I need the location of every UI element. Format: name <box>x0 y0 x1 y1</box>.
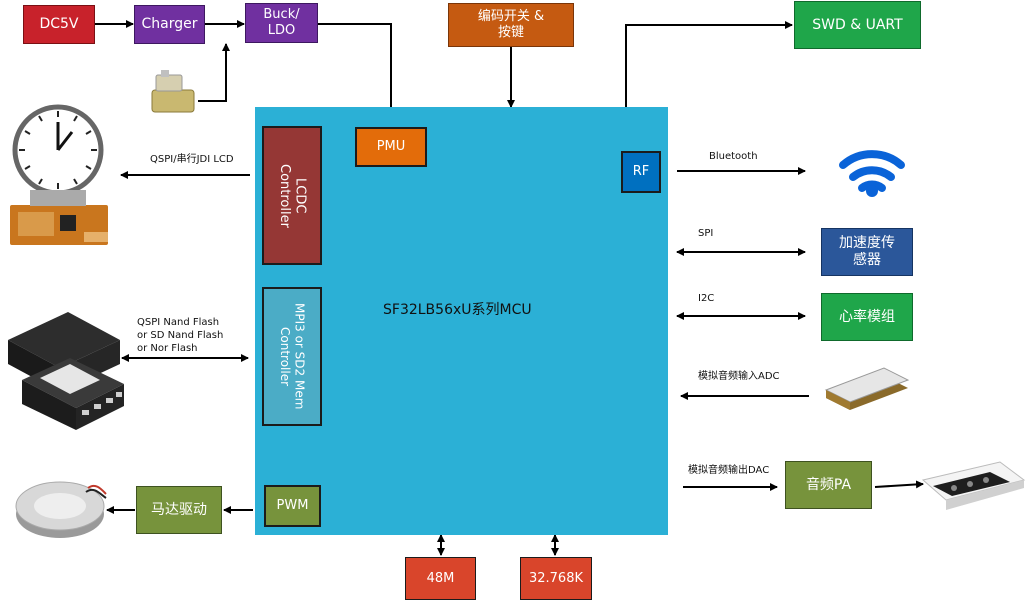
microphone-icon <box>824 367 910 410</box>
mcu-block <box>255 107 668 535</box>
mem-controller-box: MPI3 or SD2 Mem Controller <box>262 287 322 426</box>
mem-label: MPI3 or SD2 Mem <box>292 303 307 410</box>
swd-uart-label: SWD & UART <box>812 16 903 33</box>
audio-pa-box: 音频PA <box>785 461 872 509</box>
motor-driver-box: 马达驱动 <box>136 486 222 534</box>
lcdc-controller-box: LCDC Controller <box>262 126 322 265</box>
audio-pa-label: 音频PA <box>805 476 852 493</box>
battery-icon <box>151 70 195 113</box>
flash-label-line1: QSPI Nand Flash <box>137 317 220 328</box>
bluetooth-label: Bluetooth <box>709 151 758 162</box>
adc-label: 模拟音频输入ADC <box>698 371 780 382</box>
flash-chip-icon <box>8 312 124 430</box>
pmu-label: PMU <box>376 139 406 155</box>
clock-32k-label: 32.768K <box>528 570 583 586</box>
lcdc-controller-label: Controller <box>277 163 292 228</box>
encoder-box: 编码开关 & 按键 <box>448 3 574 47</box>
buck-to-pmu-arrow <box>318 23 395 126</box>
mcu-to-swd-arrow <box>625 21 793 107</box>
pmu-box: PMU <box>355 127 427 167</box>
mcu-title: SF32LB56xU系列MCU <box>383 302 532 318</box>
speaker-icon <box>921 461 1026 510</box>
flash-label-line3: or Nor Flash <box>137 343 198 354</box>
i2c-label: I2C <box>698 293 715 304</box>
lcdc-label: LCDC <box>292 177 308 214</box>
clock-32k-box: 32.768K <box>520 557 592 600</box>
wireless-signal-icon <box>839 150 905 192</box>
rf-box: RF <box>621 151 661 193</box>
heart-rate-label: 心率模组 <box>839 308 895 325</box>
mem-controller-label: Controller <box>278 326 292 387</box>
accel-line2: 感器 <box>853 252 881 268</box>
clock-48m-label: 48M <box>426 570 455 586</box>
heart-rate-box: 心率模组 <box>821 293 913 341</box>
pwm-label: PWM <box>276 498 309 514</box>
charger-box: Charger <box>134 5 205 44</box>
pa-to-speaker-arrow <box>874 480 924 489</box>
encoder-line2: 按键 <box>497 25 524 40</box>
lcd-interface-label: QSPI/串行JDI LCD <box>150 154 234 165</box>
dc5v-box: DC5V <box>23 5 95 44</box>
clock-48m-box: 48M <box>405 557 476 600</box>
accelerometer-box: 加速度传 感器 <box>821 228 913 276</box>
ldo-label: LDO <box>267 23 296 38</box>
motor-driver-label: 马达驱动 <box>151 501 207 518</box>
accel-line1: 加速度传 <box>839 235 895 252</box>
vibration-motor-icon <box>15 481 107 538</box>
dac-label: 模拟音频输出DAC <box>688 465 770 476</box>
charger-label: Charger <box>141 16 198 33</box>
watch-display-icon <box>10 104 108 245</box>
buck-ldo-box: Buck/ LDO <box>245 3 318 43</box>
buck-label: Buck/ <box>263 7 300 23</box>
rf-label: RF <box>632 164 650 180</box>
battery-to-buck-arrow <box>198 43 230 102</box>
pwm-box: PWM <box>264 485 321 527</box>
flash-label-line2: or SD Nand Flash <box>137 330 224 341</box>
swd-uart-box: SWD & UART <box>794 1 921 49</box>
encoder-line1: 编码开关 & <box>477 9 545 25</box>
dc5v-label: DC5V <box>39 16 79 33</box>
wireless-dot <box>866 185 878 197</box>
spi-label: SPI <box>698 228 714 239</box>
